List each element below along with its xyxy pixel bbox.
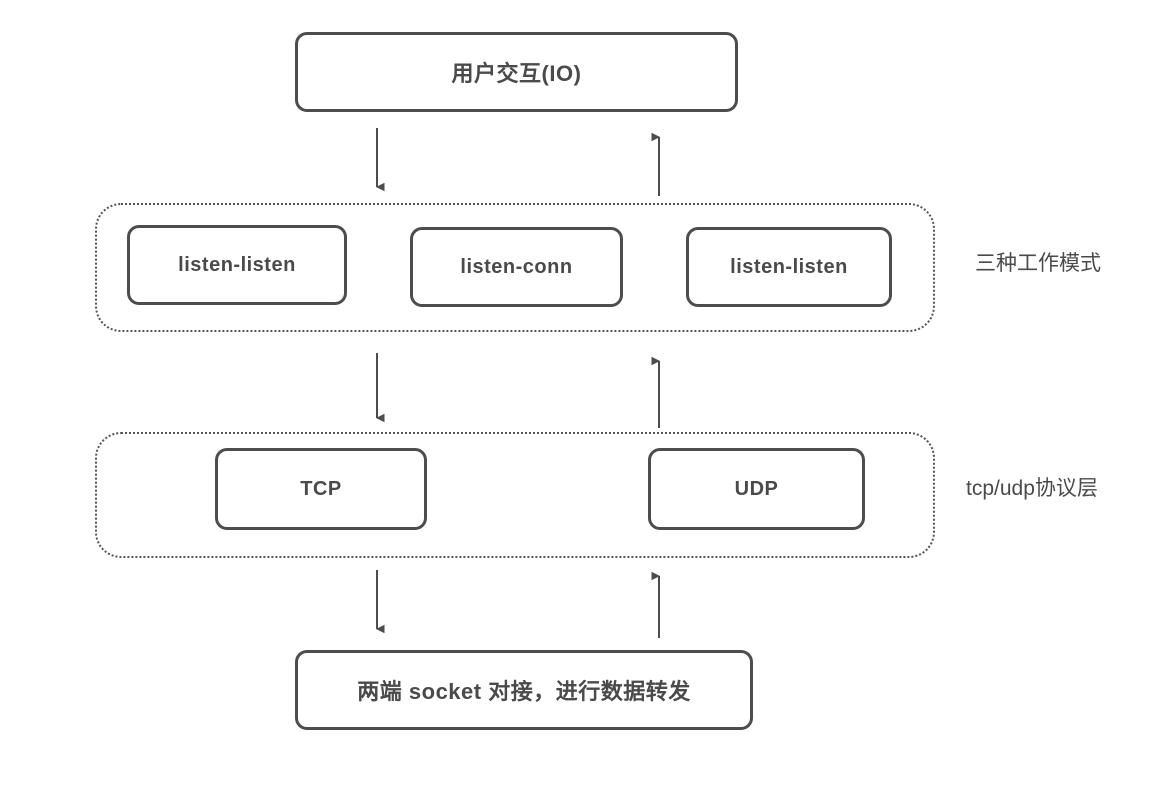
udp-node-label: UDP: [734, 477, 779, 500]
user-io-label: 用户交互(IO): [451, 61, 582, 86]
socket-forward-node: 两端 socket 对接，进行数据转发: [295, 650, 753, 730]
protocol-layer-container: [95, 432, 935, 558]
tcp-node-label: TCP: [300, 477, 342, 500]
udp-node: UDP: [648, 448, 865, 530]
mode-node-label: listen-listen: [178, 253, 296, 276]
mode-node-label: listen-listen: [730, 255, 848, 278]
work-modes-container: [95, 203, 935, 332]
mode-node-listen-conn: listen-conn: [410, 227, 623, 307]
mode-node-listen-listen-2: listen-listen: [686, 227, 892, 307]
user-io-node: 用户交互(IO): [295, 32, 738, 112]
tcp-node: TCP: [215, 448, 427, 530]
mode-node-label: listen-conn: [460, 255, 573, 278]
socket-forward-label: 两端 socket 对接，进行数据转发: [357, 679, 691, 704]
mode-node-listen-listen-1: listen-listen: [127, 225, 347, 305]
work-modes-side-label: 三种工作模式: [975, 252, 1101, 275]
protocol-layer-side-label: tcp/udp协议层: [966, 477, 1098, 500]
